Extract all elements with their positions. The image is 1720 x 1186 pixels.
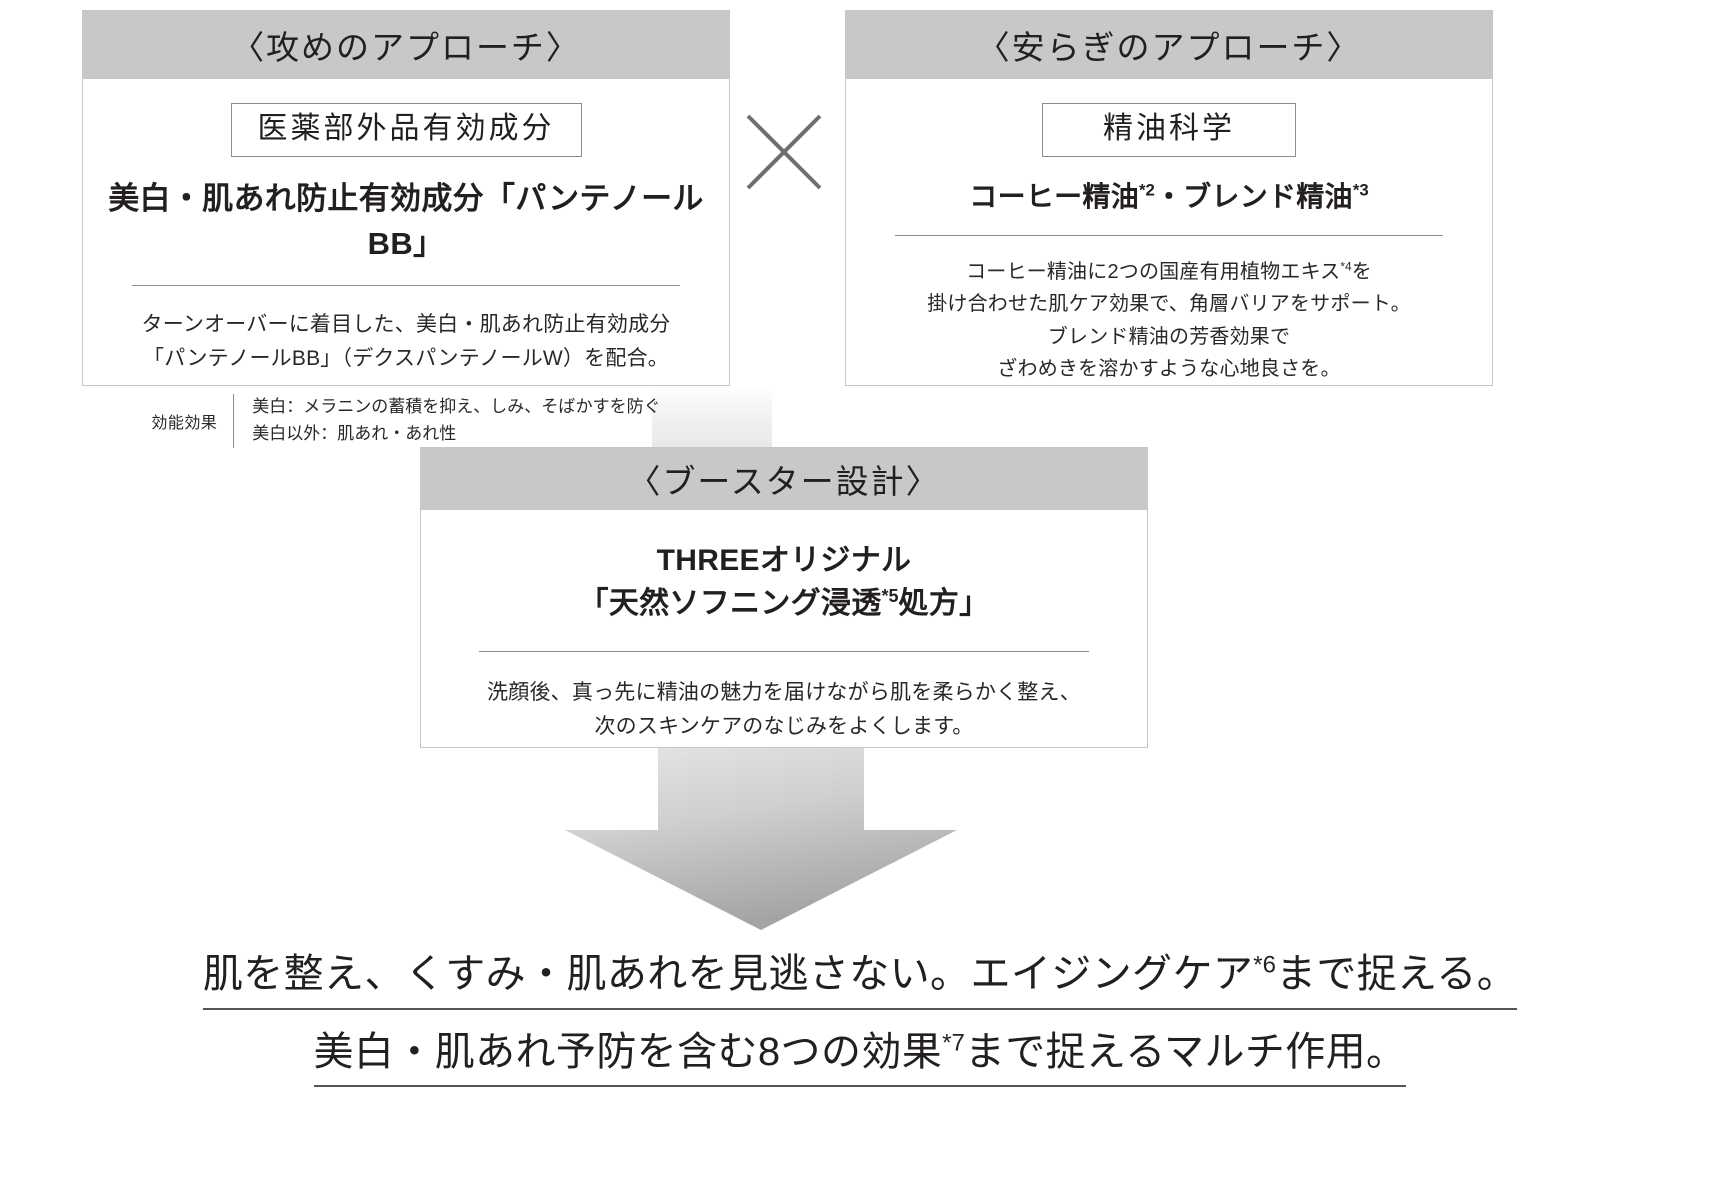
card-calm-desc-line-1-b: を (1351, 261, 1372, 283)
card-calm-body: 精油科学 コーヒー精油*2・ブレンド精油*3 コーヒー精油に2つの国産有用植物エ… (846, 79, 1492, 386)
conclusion-line-2-sup: *7 (942, 1029, 965, 1057)
card-calm-lead-sup-1: *2 (1138, 180, 1155, 200)
card-booster-body: THREEオリジナル 「天然ソフニング浸透*5処方」 洗顔後、真っ先に精油の魅力… (421, 510, 1147, 744)
card-attack-lead: 美白・肌あれ防止有効成分「パンテノールBB」 (108, 181, 704, 261)
efficacy-block: 効能効果 美白：メラニンの蓄積を抑え、しみ、そばかすを防ぐ 美白以外：肌あれ・あ… (83, 394, 729, 448)
card-booster-divider (479, 651, 1089, 653)
card-booster-lead-line-2-a: 「天然ソフニング浸透 (578, 586, 882, 620)
card-calm-lead-sup-2: *3 (1352, 180, 1369, 200)
card-booster-lead-line-2-b: 処方」 (898, 586, 990, 620)
card-booster-lead-line-1: THREEオリジナル (656, 544, 912, 577)
card-calm-desc-line-1: コーヒー精油に2つの国産有用植物エキス*4を (846, 256, 1492, 288)
efficacy-label: 効能効果 (151, 414, 218, 432)
card-calm-lead-part-1: コーヒー精油 (969, 181, 1139, 212)
conclusion-block: 肌を整え、くすみ・肌あれを見逃さない。エイジングケア*6まで捉える。 美白・肌あ… (0, 950, 1720, 1088)
card-attack-header: 〈攻めのアプローチ〉 (83, 11, 729, 79)
conclusion-line-1-a: 肌を整え、くすみ・肌あれを見逃さない。エイジングケア (202, 952, 1254, 996)
card-calm-header: 〈安らぎのアプローチ〉 (846, 11, 1492, 79)
conclusion-line-2-b: まで捉えるマルチ作用。 (964, 1029, 1407, 1074)
card-booster-header: 〈ブースター設計〉 (421, 448, 1147, 510)
connector-gradient-top (652, 386, 772, 448)
conclusion-line-2-a: 美白・肌あれ予防を含む8つの効果 (313, 1029, 943, 1074)
card-booster-lead-line-2: 「天然ソフニング浸透*5処方」 (421, 583, 1147, 626)
card-booster-design: 〈ブースター設計〉 THREEオリジナル 「天然ソフニング浸透*5処方」 洗顔後… (420, 447, 1148, 748)
card-calm-approach: 〈安らぎのアプローチ〉 精油科学 コーヒー精油*2・ブレンド精油*3 コーヒー精… (845, 10, 1493, 386)
card-attack-pill-label: 医薬部外品有効成分 (230, 103, 582, 157)
multiply-icon (742, 110, 826, 194)
card-attack-desc-line-2: 「パンテノールBB」（デクスパンテノールW）を配合。 (142, 347, 669, 371)
card-booster-desc-line-2: 次のスキンケアのなじみをよくします。 (594, 715, 974, 739)
conclusion-line-1: 肌を整え、くすみ・肌あれを見逃さない。エイジングケア*6まで捉える。 (202, 950, 1518, 1010)
card-booster-lead: THREEオリジナル 「天然ソフニング浸透*5処方」 (421, 540, 1147, 625)
card-attack-body: 医薬部外品有効成分 美白・肌あれ防止有効成分「パンテノールBB」 ターンオーバー… (83, 79, 729, 448)
down-arrow-icon (565, 748, 957, 930)
card-calm-lead: コーヒー精油*2・ブレンド精油*3 (846, 175, 1492, 215)
card-calm-lead-part-2: ・ブレンド精油 (1154, 181, 1353, 212)
card-booster-lead-line-2-sup: *5 (881, 585, 899, 606)
card-calm-pill-label: 精油科学 (1042, 103, 1296, 157)
card-calm-divider (895, 235, 1443, 236)
card-calm-desc-line-1-a: コーヒー精油に2つの国産有用植物エキス (966, 261, 1341, 283)
card-calm-desc-line-3: ブレンド精油の芳香効果で (1047, 325, 1291, 348)
efficacy-item-1: 美白：メラニンの蓄積を抑え、しみ、そばかすを防ぐ (252, 397, 661, 417)
card-attack-description: ターンオーバーに着目した、美白・肌あれ防止有効成分 「パンテノールBB」（デクス… (83, 308, 729, 376)
conclusion-line-1-sup: *6 (1253, 951, 1276, 979)
conclusion-line-2: 美白・肌あれ予防を含む8つの効果*7まで捉えるマルチ作用。 (313, 1028, 1407, 1088)
card-attack-divider (132, 285, 680, 286)
efficacy-list: 美白：メラニンの蓄積を抑え、しみ、そばかすを防ぐ 美白以外：肌あれ・あれ性 (233, 394, 661, 448)
card-calm-desc-line-4: ざわめきを溶かすような心地良さを。 (997, 358, 1341, 381)
card-calm-desc-line-2: 掛け合わせた肌ケア効果で、角層バリアをサポート。 (927, 293, 1411, 316)
card-booster-description: 洗顔後、真っ先に精油の魅力を届けながら肌を柔らかく整え、 次のスキンケアのなじみ… (421, 676, 1147, 744)
card-booster-desc-line-1: 洗顔後、真っ先に精油の魅力を届けながら肌を柔らかく整え、 (487, 681, 1081, 705)
card-attack-approach: 〈攻めのアプローチ〉 医薬部外品有効成分 美白・肌あれ防止有効成分「パンテノール… (82, 10, 730, 448)
efficacy-item-2: 美白以外：肌あれ・あれ性 (252, 423, 457, 443)
conclusion-line-1-b: まで捉える。 (1275, 952, 1518, 996)
card-calm-desc-line-1-sup: *4 (1340, 259, 1352, 274)
card-calm-description: コーヒー精油に2つの国産有用植物エキス*4を 掛け合わせた肌ケア効果で、角層バリ… (846, 256, 1492, 386)
card-attack-desc-line-1: ターンオーバーに着目した、美白・肌あれ防止有効成分 (141, 313, 671, 336)
